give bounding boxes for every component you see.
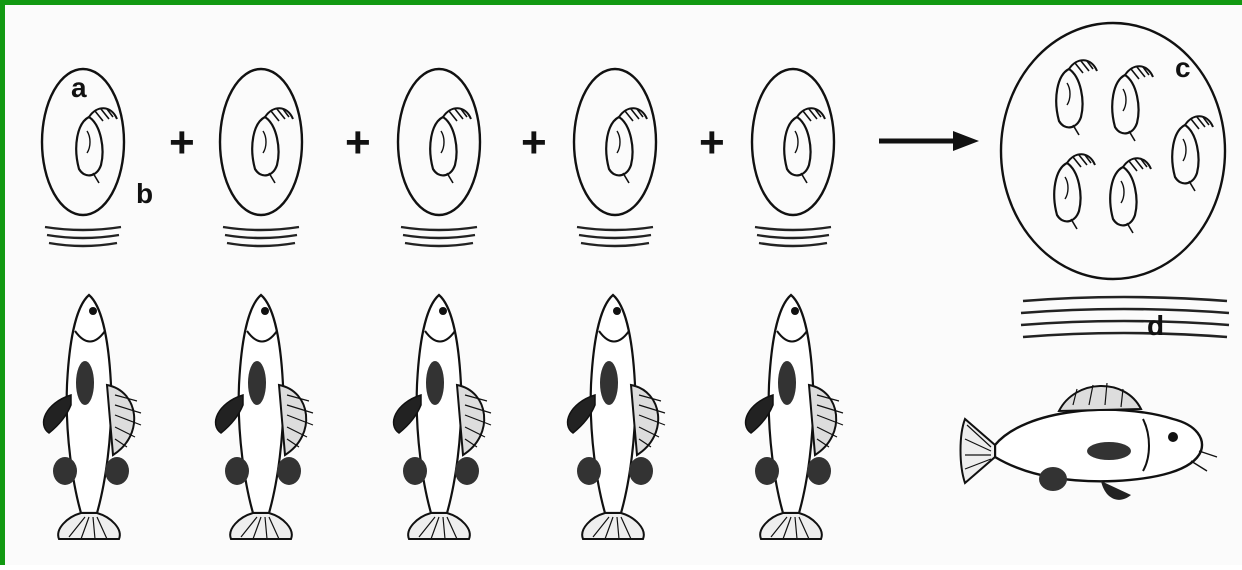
fish-icon (568, 295, 665, 539)
prey-capsule-5 (752, 69, 834, 246)
crustacean-icon (606, 108, 647, 183)
crustacean-icon (252, 108, 293, 183)
label-c: c (1175, 52, 1191, 83)
plus-sign-3: + (521, 118, 547, 167)
crustacean-icon (1056, 60, 1097, 135)
arrow-icon (879, 131, 979, 151)
crustacean-icon (1110, 158, 1151, 233)
large-fish-icon (961, 383, 1218, 500)
crustacean-icon (1112, 66, 1153, 141)
label-b: b (136, 178, 153, 209)
combined-prey-circle (1001, 23, 1225, 279)
fish-icon (216, 295, 313, 539)
prey-capsule-2 (220, 69, 302, 246)
label-d: d (1147, 310, 1164, 341)
crustacean-icon (76, 108, 117, 183)
plus-sign-2: + (345, 118, 371, 167)
crustacean-icon (1054, 154, 1095, 229)
plus-sign-1: + (169, 118, 195, 167)
plus-sign-4: + (699, 118, 725, 167)
prey-capsule-4 (574, 69, 656, 246)
crustacean-icon (430, 108, 471, 183)
label-a: a (71, 72, 87, 103)
crustacean-icon (784, 108, 825, 183)
fish-icon (746, 295, 843, 539)
fish-icon (394, 295, 491, 539)
fish-icon (44, 295, 141, 539)
crustacean-icon (1172, 116, 1213, 191)
diagram-canvas: a b + + + + c (5, 5, 1242, 570)
water-lines (1021, 297, 1229, 337)
prey-capsule-3 (398, 69, 480, 246)
